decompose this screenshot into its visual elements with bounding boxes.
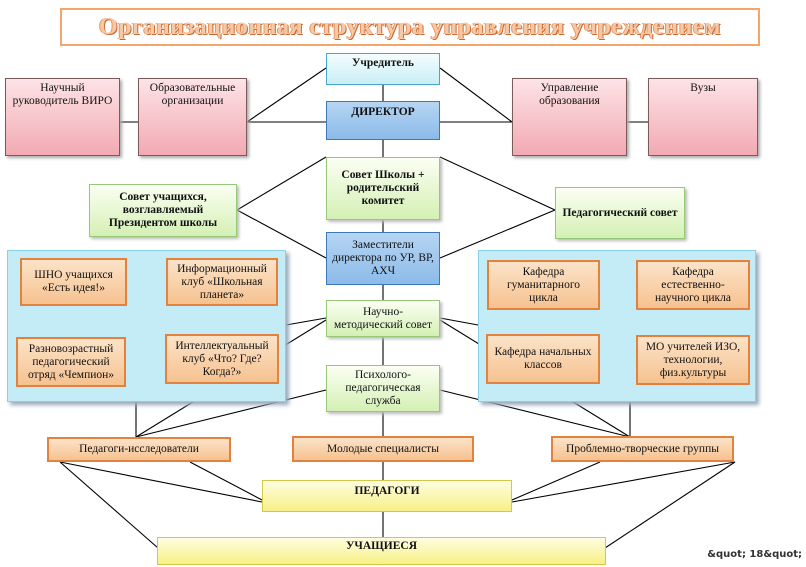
deputies-node: Заместители директора по УР, ВР, АХЧ (326, 232, 440, 285)
intellect-club-node: Интеллектуальный клуб «Что? Где? Когда?» (165, 334, 279, 384)
mo-arts-node: МО учителей ИЗО, технологии, физ.культур… (636, 335, 750, 385)
footnote-text: &quot; 18&quot; (707, 549, 802, 560)
primary-classes-node: Кафедра начальных классов (486, 334, 600, 384)
universities-node: Вузы (648, 78, 758, 156)
methodical-council-node: Научно-методический совет (326, 300, 440, 337)
young-specialists-node: Молодые специалисты (292, 436, 474, 462)
teachers-node: ПЕДАГОГИ (262, 480, 512, 512)
student-council-node: Совет учащихся, возглавляемый Президенто… (89, 184, 237, 237)
scientific-supervisor-node: Научный руководитель ВИРО (5, 78, 120, 156)
info-club-node: Информационный клуб «Школьная планета» (166, 258, 278, 306)
humanities-node: Кафедра гуманитарного цикла (487, 260, 600, 310)
founder-node: Учредитель (326, 53, 440, 85)
page-title: Организационная структура управления учр… (60, 8, 760, 46)
natural-science-node: Кафедра естественно-научного цикла (636, 260, 750, 310)
pedagogical-council-node: Педагогический совет (555, 187, 685, 239)
age-squad-node: Разновозрастный педагогический отряд «Че… (16, 337, 126, 387)
psych-service-node: Психолого-педагогическая служба (326, 365, 440, 412)
school-council-node: Совет Школы + родительский комитет (326, 157, 440, 220)
researchers-node: Педагоги-исследователи (47, 437, 231, 462)
sno-node: ШНО учащихся «Есть идея!» (20, 258, 127, 306)
creative-groups-node: Проблемно-творческие группы (551, 436, 734, 462)
students-node: УЧАЩИЕСЯ (157, 537, 606, 565)
director-node: ДИРЕКТОР (326, 101, 440, 140)
education-dept-node: Управление образования (512, 78, 627, 156)
educational-orgs-node: Образовательные организации (138, 78, 247, 156)
